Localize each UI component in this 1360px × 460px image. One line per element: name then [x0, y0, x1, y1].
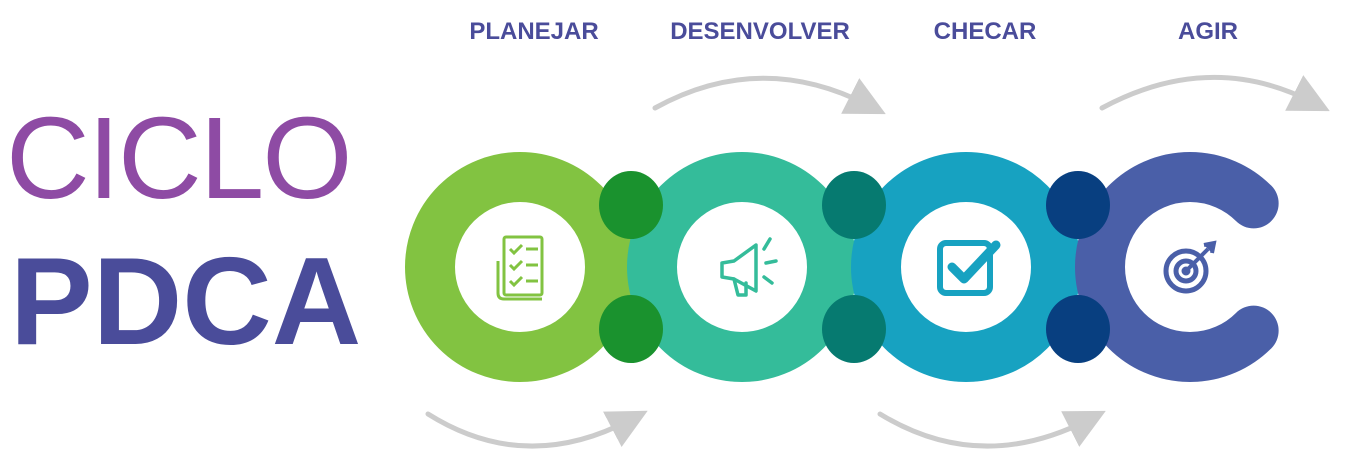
ring-checar — [850, 152, 1081, 382]
flow-arrow — [425, 410, 648, 449]
ring-desenvolver — [626, 152, 857, 382]
ring-agir — [1075, 152, 1279, 382]
title-ciclo: CICLO — [6, 93, 353, 223]
flow-arrow — [652, 75, 886, 115]
ring-overlap — [599, 171, 663, 239]
title-pdca: PDCA — [10, 233, 362, 371]
ring-overlap — [822, 295, 886, 363]
ring-overlap — [822, 171, 886, 239]
step-label-planejar: PLANEJAR — [469, 18, 599, 45]
ring-overlap — [1046, 295, 1110, 363]
step-label-agir: AGIR — [1178, 18, 1238, 45]
step-label-checar: CHECAR — [933, 18, 1037, 45]
ring-planejar — [404, 152, 635, 382]
megaphone-icon — [720, 237, 778, 297]
ring-overlap — [1046, 171, 1110, 239]
checkbox-icon — [937, 240, 1001, 296]
ring-overlap — [599, 295, 663, 363]
step-label-desenvolver: DESENVOLVER — [670, 18, 850, 45]
checklist-icon — [496, 235, 544, 301]
flow-arrow — [877, 410, 1106, 449]
target-icon — [1163, 240, 1217, 294]
flow-arrow — [1099, 75, 1330, 112]
